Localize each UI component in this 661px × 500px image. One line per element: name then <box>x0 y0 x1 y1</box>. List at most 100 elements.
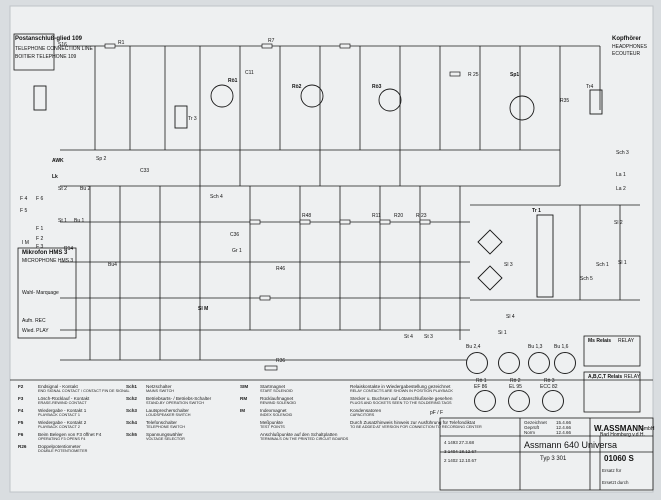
label-st4: St 4 <box>404 334 413 340</box>
legend-code: SIM <box>240 384 249 389</box>
label-sl3: Sl 3 <box>504 262 513 268</box>
legend-subtext: PLAYBACK CONTACT 2 <box>38 425 80 429</box>
label-gr1: Gr 1 <box>232 248 242 254</box>
label-r48: R48 <box>302 213 312 219</box>
rectifier-bridge-1 <box>477 229 503 255</box>
ms-relay-box <box>583 335 641 367</box>
legend-subtext: REWIND SOLENOID <box>260 401 297 405</box>
label-r7: R7 <box>268 38 275 44</box>
play-label: Wied. PLAY <box>22 328 49 334</box>
legend-text: Kondensatoren <box>350 408 382 413</box>
legend-code: RM <box>240 396 248 401</box>
label-el95: EL 95 <box>509 384 522 390</box>
headphones-title: Kopfhörer <box>612 36 641 42</box>
label-tube-ro3: Rö 3 <box>544 378 555 384</box>
legend-text: Wiedergabe - Kontakt 2 <box>38 420 87 425</box>
legend-subtext: TO BE ADDED AT VERSION FOR CONNECTION TO… <box>350 425 482 429</box>
company-suffix: GmbH <box>640 426 655 432</box>
row-label-1: Geprüft <box>524 425 540 430</box>
date-1: 12.4.66 <box>556 425 572 430</box>
telephone-connector-title: Postanschluß-glied 109 <box>15 36 83 42</box>
tube-ro2 <box>300 84 324 108</box>
label-f5: F 5 <box>20 208 28 214</box>
headphones-sub1: HEADPHONES <box>612 44 648 50</box>
label-st3: St 3 <box>424 334 433 340</box>
transformer-tr3 <box>174 105 188 129</box>
legend-code: IM <box>240 408 246 413</box>
abct-relay-sub: RELAY <box>624 374 641 380</box>
label-sch4: Sch 4 <box>210 194 223 200</box>
label-r35: R35 <box>560 98 570 104</box>
revision-text: 1404 18.12.67 <box>447 449 477 454</box>
label-sch3: Sch 3 <box>616 150 629 156</box>
legend-entry: F2 Endsignal - Kontakt <box>18 384 118 389</box>
label-r46: R46 <box>276 266 286 272</box>
input-transformer <box>33 85 47 111</box>
tube-socket-ro3 <box>542 390 564 412</box>
label-sl1: Sl 1 <box>618 260 627 266</box>
ersetzt-durch: Ersetzt durch <box>602 480 629 485</box>
label-c11: C11 <box>245 70 254 76</box>
legend-text: Doppelpotentiometer <box>38 444 81 449</box>
row-label-2: Norm <box>524 430 535 435</box>
label-bu13: Bu 1,3 <box>528 344 543 350</box>
left-blocks <box>13 33 77 339</box>
legend-text: Endsignal - Kontakt <box>38 384 78 389</box>
label-r20: R20 <box>394 213 404 219</box>
tube-socket-ro1 <box>474 390 496 412</box>
legend-subtext: CAPACITORS <box>350 413 375 417</box>
label-ro1: Rö1 <box>228 78 238 84</box>
revision-number: 4 <box>444 440 448 445</box>
label-bu2: Bu 2 <box>80 186 91 192</box>
label-sl4: Sl 4 <box>506 314 515 320</box>
legend-text: Meßpunkte <box>260 420 283 425</box>
legend-subtext: RELAY CONTACTS ARE SHOWN IN POSITION PLA… <box>350 389 453 393</box>
date-2: 12.4.66 <box>556 430 572 435</box>
drawing-number: 01060 S <box>604 454 634 463</box>
label-bu4: Bu4 <box>108 262 117 268</box>
revision-number: 2 <box>444 458 448 463</box>
label-f6: F 6 <box>36 196 44 202</box>
legend-code: F5 <box>18 420 24 425</box>
label-sl2: Sl 2 <box>614 220 623 226</box>
label-la2: La 2 <box>616 186 626 192</box>
tube-socket-2 <box>498 352 520 374</box>
label-r11: R11 <box>372 213 381 219</box>
label-r36: R36 <box>276 358 286 364</box>
telephone-connector-sub1: TELEPHONE CONNECTION LINE <box>15 46 93 52</box>
resistor-group <box>104 43 461 371</box>
legend-code: F2 <box>18 384 24 389</box>
label-ro2: Rö2 <box>292 84 302 90</box>
microphone-sub: MICROPHONE HMS 3 <box>22 258 74 264</box>
legend-subtext: STAND-BY OPERATION SWITCH <box>146 401 205 405</box>
legend-subtext: PLUGS AND SOCKETS SEEN TO THE SOLDERING … <box>350 401 452 405</box>
label-si1: Si 1 <box>498 330 507 336</box>
revision-row: 3 1404 18.12.67 <box>444 449 518 454</box>
transformer-group <box>33 85 603 298</box>
label-bu24: Bu 2,4 <box>466 344 481 350</box>
legend-subtext: LOUDSPEAKER SWITCH <box>146 413 191 417</box>
legend-code: R26 <box>18 444 27 449</box>
ms-relay-sub: RELAY <box>618 338 635 344</box>
label-st2: St 2 <box>58 186 67 192</box>
label-tr1: Tr 1 <box>532 208 541 214</box>
legend-text: Stecker u. Buchsen auf Lötanschlußseite … <box>350 396 453 401</box>
microphone-title: Mikrofon HMS 3 <box>22 250 68 256</box>
transformer-tr4 <box>589 89 603 115</box>
legend-entry: F5 Wiedergabe - Kontakt 2 <box>18 420 118 425</box>
label-r25: R 25 <box>468 72 479 78</box>
legend-text: Durch Zusatzhinweis hinweis zur Ausführu… <box>350 420 476 425</box>
legend-text: Anschlußpunkte auf den Schaltplatten <box>260 432 338 437</box>
revision-row: 2 1402 12.10.67 <box>444 458 518 463</box>
tube-ro1 <box>210 84 234 108</box>
legend-text: Telefonschalter <box>146 420 177 425</box>
label-tr4: Tr4 <box>586 84 594 90</box>
ms-relay-title: Ms Relais <box>588 338 612 344</box>
legend-text: Rücklaufmagnet <box>260 396 294 401</box>
title-block-frame <box>10 379 654 491</box>
legend-code: F4 <box>18 408 24 413</box>
